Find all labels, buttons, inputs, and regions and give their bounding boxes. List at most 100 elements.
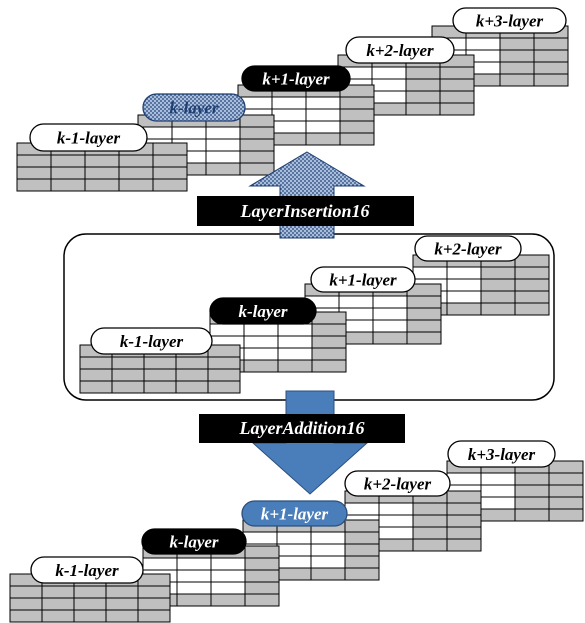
grid-cell xyxy=(372,295,408,309)
grid-cell xyxy=(514,484,550,498)
addition-op-box xyxy=(199,414,405,443)
grid-cell xyxy=(405,66,441,80)
grid-cell xyxy=(152,142,188,156)
grid-cell xyxy=(205,126,241,140)
grid-cell xyxy=(176,569,212,583)
grid-cell xyxy=(514,278,550,292)
grid-cell xyxy=(305,108,341,122)
layer-label-text: k-1-layer xyxy=(57,129,121,148)
grid-cell xyxy=(406,295,442,309)
grid-cell xyxy=(405,102,441,116)
grid-cell xyxy=(137,609,171,623)
layer-label-text: k+1-layer xyxy=(262,70,330,89)
grid-cell xyxy=(84,166,120,180)
grid-cell xyxy=(79,368,113,382)
layer-label-text: k-1-layer xyxy=(55,561,119,580)
layer-label-text: k+2-layer xyxy=(366,41,434,60)
grid-cell xyxy=(446,290,482,304)
grid-cell xyxy=(406,331,442,345)
grid-cell xyxy=(16,154,52,168)
grid-cell xyxy=(548,460,584,474)
addition-op-label: LayerAddition16 xyxy=(239,418,365,438)
grid-cell xyxy=(480,508,516,522)
grid-cell xyxy=(439,102,475,116)
grid-cell xyxy=(514,472,550,486)
grid-cell xyxy=(305,132,341,146)
grid-cell xyxy=(176,581,212,595)
grid-cell xyxy=(242,531,278,545)
middle-group-label-3: k+2-layer xyxy=(414,235,522,262)
grid-cell xyxy=(243,347,279,361)
grid-cell xyxy=(446,278,482,292)
grid-cell xyxy=(480,266,516,280)
grid-cell xyxy=(406,319,442,333)
grid-cell xyxy=(339,96,375,110)
top-group-label-2: k+1-layer xyxy=(241,65,351,92)
grid-cell xyxy=(50,178,86,192)
grid-cell xyxy=(205,138,241,152)
grid-cell xyxy=(514,508,550,522)
grid-cell xyxy=(244,569,280,583)
top-group-label-0: k-1-layer xyxy=(29,123,148,152)
grid-cell xyxy=(105,609,139,623)
grid-cell xyxy=(412,266,448,280)
grid-cell xyxy=(118,154,154,168)
grid-cell xyxy=(239,114,275,128)
grid-cell xyxy=(239,138,275,152)
grid-cell xyxy=(514,290,550,304)
grid-cell xyxy=(480,278,516,292)
grid-cell xyxy=(412,514,448,528)
grid-cell xyxy=(143,368,177,382)
grid-cell xyxy=(244,557,280,571)
grid-cell xyxy=(310,555,346,569)
layer-label-text: k+2-layer xyxy=(364,475,432,494)
grid-cell xyxy=(271,120,307,134)
grid-cell xyxy=(9,609,43,623)
grid-cell xyxy=(79,356,113,370)
layer-label-text: k-layer xyxy=(169,533,218,552)
grid-cell xyxy=(514,254,550,268)
layer-label-pill xyxy=(30,556,144,584)
grid-cell xyxy=(514,266,550,280)
grid-cell xyxy=(480,302,516,316)
grid-cell xyxy=(111,380,145,394)
grid-cell xyxy=(210,569,246,583)
grid-cell xyxy=(480,290,516,304)
layer-label-text: k+3-layer xyxy=(476,12,544,31)
grid-cell xyxy=(480,496,516,510)
grid-cell xyxy=(277,347,313,361)
grid-cell xyxy=(439,78,475,92)
grid-cell xyxy=(548,484,584,498)
grid-cell xyxy=(239,126,275,140)
grid-cell xyxy=(175,368,209,382)
grid-cell xyxy=(73,609,107,623)
grid-cell xyxy=(405,90,441,104)
grid-cell xyxy=(118,178,154,192)
layer-label-text: k-layer xyxy=(169,99,218,118)
grid-cell xyxy=(9,585,43,599)
grid-cell xyxy=(239,162,275,176)
grid-cell xyxy=(243,323,279,337)
bottom-group-label-3: k+2-layer xyxy=(344,470,451,497)
grid-cell xyxy=(276,543,312,557)
layer-label-text: k-1-layer xyxy=(120,332,184,351)
grid-cell xyxy=(311,347,347,361)
grid-cell xyxy=(412,502,448,516)
grid-cell xyxy=(514,302,550,316)
middle-group-label-0: k-1-layer xyxy=(90,327,213,355)
grid-cell xyxy=(111,356,145,370)
grid-cell xyxy=(207,380,241,394)
grid-cell xyxy=(480,472,516,486)
grid-cell xyxy=(439,90,475,104)
grid-cell xyxy=(412,526,448,540)
grid-cell xyxy=(311,359,347,373)
top-group-label-1: k-layer xyxy=(142,93,246,122)
grid-cell xyxy=(344,502,380,516)
layer-label-pill xyxy=(345,36,455,64)
layer-label-pill xyxy=(241,500,348,527)
grid-cell xyxy=(446,490,482,504)
grid-cell xyxy=(84,154,120,168)
layer-label-pill xyxy=(90,327,213,355)
